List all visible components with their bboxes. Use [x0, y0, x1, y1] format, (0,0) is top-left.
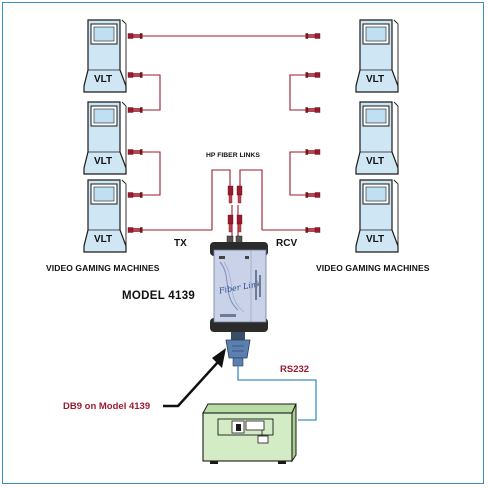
hp-fiber-connectors — [227, 185, 243, 233]
vlt-label: VLT — [94, 234, 112, 245]
db9-arrow — [163, 348, 226, 408]
db9-connector — [225, 332, 251, 367]
model-label: MODEL 4139 — [122, 290, 196, 302]
vlt-right-1: VLT — [355, 19, 399, 93]
vlt-right-3: VLT — [355, 179, 399, 253]
connectors-right — [305, 32, 321, 234]
vlt-right-2: VLT — [355, 101, 399, 175]
connectors-left — [127, 32, 143, 234]
fiber-links — [142, 35, 306, 240]
vlt-left-1: VLT — [83, 19, 127, 93]
fiber-loop-right-1 — [289, 74, 306, 111]
frame-border — [2, 2, 484, 484]
db9-label: DB9 on Model 4139 — [63, 401, 151, 412]
fiber-link-rcv-vertical — [239, 169, 263, 230]
vlt-left-3: VLT — [83, 179, 127, 253]
vlt-label: VLT — [94, 74, 112, 85]
fiber-loop-right-2 — [289, 151, 306, 196]
fiber-loop-left-2 — [142, 151, 161, 196]
video-gaming-machines-right-label: VIDEO GAMING MACHINES — [316, 263, 430, 273]
rs232-label: RS232 — [280, 364, 310, 375]
vlt-left-2: VLT — [83, 101, 127, 175]
pc-computer — [202, 403, 297, 464]
vlt-label: VLT — [94, 156, 112, 167]
rcv-label: RCV — [276, 238, 298, 249]
hp-fiber-links-label: HP FIBER LINKS — [206, 152, 260, 159]
fiber-loop-left-1 — [142, 74, 161, 111]
model-4139-device: Fiber Link — [210, 235, 268, 332]
rs232-cable — [237, 366, 317, 421]
vlt-label: VLT — [366, 74, 384, 85]
vlt-label: VLT — [366, 156, 384, 167]
fiber-link-tx-vertical — [211, 169, 231, 230]
tx-label: TX — [174, 238, 187, 249]
video-gaming-machines-left-label: VIDEO GAMING MACHINES — [46, 263, 160, 273]
vlt-label: VLT — [366, 234, 384, 245]
